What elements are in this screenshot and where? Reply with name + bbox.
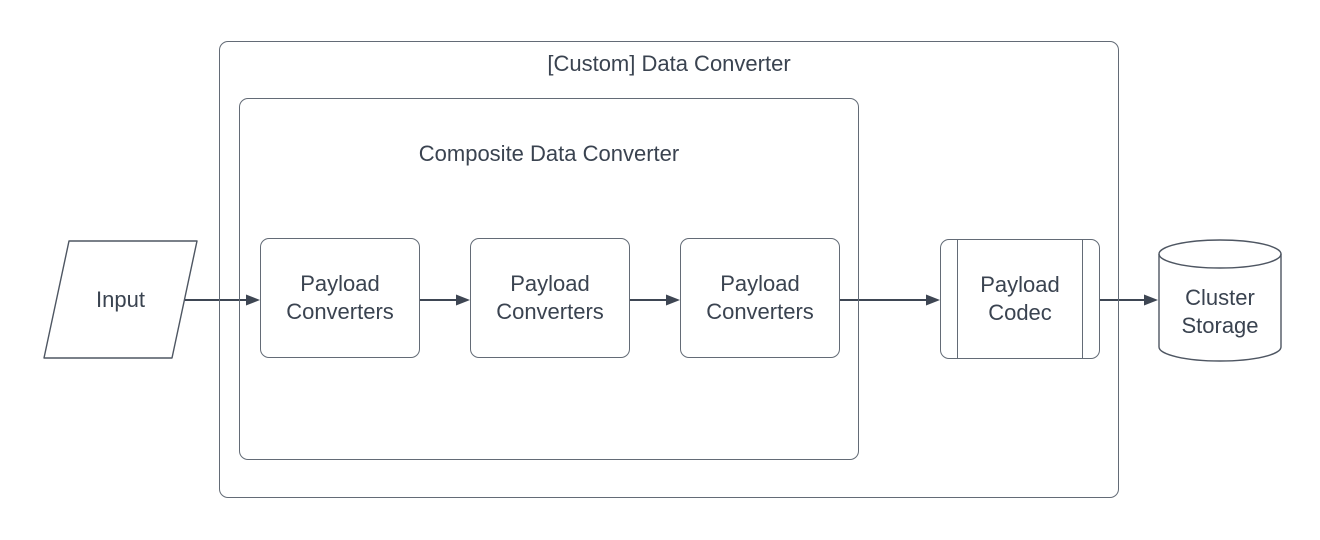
payload-converters-2-node: Payload Converters xyxy=(470,238,630,358)
payload-converters-2-label: Payload Converters xyxy=(496,271,604,324)
cluster-storage-cylinder-top-ellipse xyxy=(1158,253,1282,269)
composite-data-converter-container: Composite Data Converter xyxy=(239,98,859,460)
payload-converters-3-label: Payload Converters xyxy=(706,271,814,324)
arrow-payload-converters-3-to-codec xyxy=(840,294,940,306)
cluster-storage-cylinder-shape xyxy=(1158,239,1282,362)
payload-codec-node: Payload Codec xyxy=(940,239,1100,359)
payload-codec-left-bar xyxy=(957,240,958,358)
custom-data-converter-container: [Custom] Data Converter xyxy=(219,41,1119,498)
payload-converters-1-label: Payload Converters xyxy=(286,271,394,324)
payload-codec-label: Payload Codec xyxy=(980,272,1060,325)
payload-converters-3-node: Payload Converters xyxy=(680,238,840,358)
arrow-codec-to-cluster-storage xyxy=(1100,294,1158,306)
input-parallelogram-shape xyxy=(43,240,198,359)
cluster-storage-node-label: Cluster Storage xyxy=(1181,285,1259,338)
input-node-label: Input xyxy=(96,286,145,312)
arrow-input-to-payload-converters-1 xyxy=(185,294,260,306)
composite-data-converter-title: Composite Data Converter xyxy=(418,141,680,166)
arrow-payload-converters-2-to-3 xyxy=(630,294,680,306)
arrow-payload-converters-1-to-2 xyxy=(420,294,470,306)
payload-codec-right-bar xyxy=(1082,240,1083,358)
payload-converters-1-node: Payload Converters xyxy=(260,238,420,358)
custom-data-converter-title: [Custom] Data Converter xyxy=(547,51,791,76)
